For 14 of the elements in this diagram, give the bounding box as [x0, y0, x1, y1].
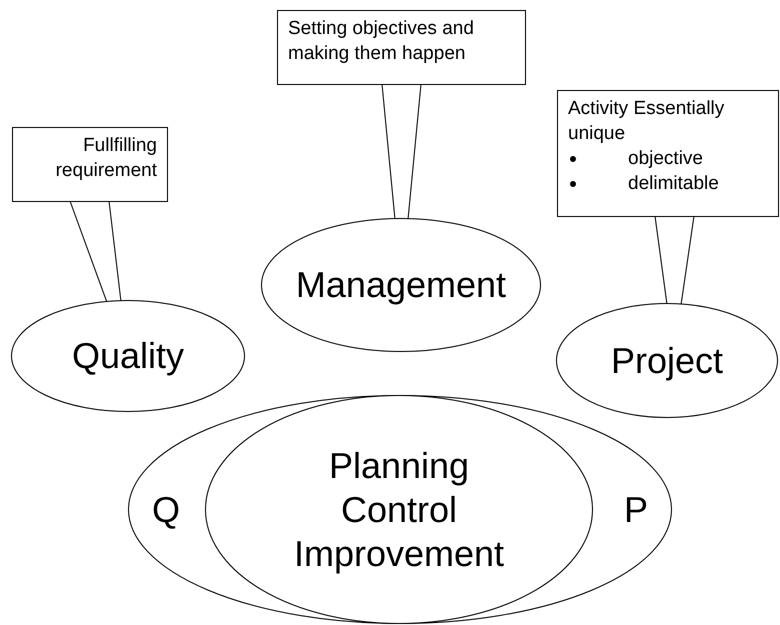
- ellipse-label: Management: [296, 263, 506, 307]
- callout-text: Fullfilling requirement: [54, 134, 157, 183]
- ellipse-label: Planning Control Improvement: [292, 444, 506, 576]
- bullet-text: objective: [628, 148, 703, 169]
- ellipse-letter: Q: [152, 488, 180, 532]
- callout-box: [12, 127, 168, 202]
- callout-box: [557, 90, 779, 217]
- callout-text: Setting objectives and making them happen: [288, 17, 475, 66]
- callout-tail: [382, 84, 422, 220]
- ellipse-label: Project: [610, 338, 724, 382]
- ellipse-letter: P: [624, 488, 648, 532]
- bullet-text: delimitable: [628, 173, 719, 194]
- callout-box: [277, 10, 526, 85]
- ellipse-label: Quality: [72, 334, 184, 378]
